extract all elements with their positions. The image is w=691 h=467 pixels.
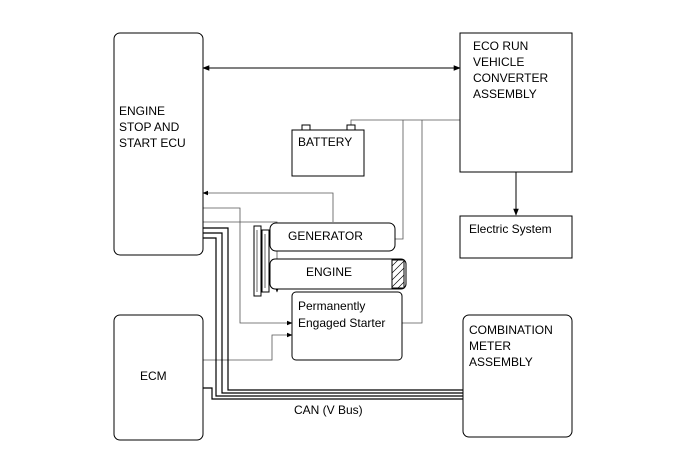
ecm-block: ECM <box>113 314 204 441</box>
generator-signal-to-ecu <box>202 190 334 222</box>
pulley-icon <box>253 225 270 297</box>
starter-wire <box>402 120 423 324</box>
engine-stop-ecu-line-3: START ECU <box>119 136 186 150</box>
battery-wire <box>350 119 460 128</box>
can-bus-harness <box>203 227 463 400</box>
combination-meter-line-3: ASSEMBLY <box>469 355 533 369</box>
converter-line-3: CONVERTER <box>473 71 548 85</box>
engine-stop-start-ecu-block: ENGINE STOP AND START ECU <box>113 32 204 256</box>
engine-block: ENGINE <box>269 258 407 290</box>
generator-block: GENERATOR <box>269 222 396 252</box>
combination-meter-line-1: COMBINATION <box>469 323 553 337</box>
ecu-to-starter-signal <box>203 207 293 326</box>
permanently-engaged-starter-block: Permanently Engaged Starter <box>291 291 403 361</box>
engine-label: ENGINE <box>306 265 352 279</box>
generator-wire <box>395 120 404 240</box>
ecm-label: ECM <box>140 369 167 383</box>
ecm-to-starter-signal <box>203 332 293 361</box>
engine-stop-ecu-line-1: ENGINE <box>119 104 165 118</box>
battery-label: BATTERY <box>298 135 352 149</box>
electric-system-label: Electric System <box>469 222 552 236</box>
engine-stop-ecu-line-2: STOP AND <box>119 120 180 134</box>
combination-meter-block: COMBINATION METER ASSEMBLY <box>462 314 573 438</box>
converter-line-4: ASSEMBLY <box>473 87 537 101</box>
generator-label: GENERATOR <box>288 229 363 243</box>
flywheel-hatch-icon <box>391 259 405 289</box>
converter-line-2: VEHICLE <box>473 55 524 69</box>
wiring <box>202 65 519 400</box>
starter-line-2: Engaged Starter <box>298 316 385 330</box>
converter-line-1: ECO RUN <box>473 39 528 53</box>
can-bus-label: CAN (V Bus) <box>294 403 363 417</box>
electric-system-block: Electric System <box>459 215 573 259</box>
starter-line-1: Permanently <box>298 299 365 313</box>
battery-block: BATTERY <box>291 124 365 177</box>
eco-run-converter-block: ECO RUN VEHICLE CONVERTER ASSEMBLY <box>459 32 573 173</box>
combination-meter-line-2: METER <box>469 339 511 353</box>
